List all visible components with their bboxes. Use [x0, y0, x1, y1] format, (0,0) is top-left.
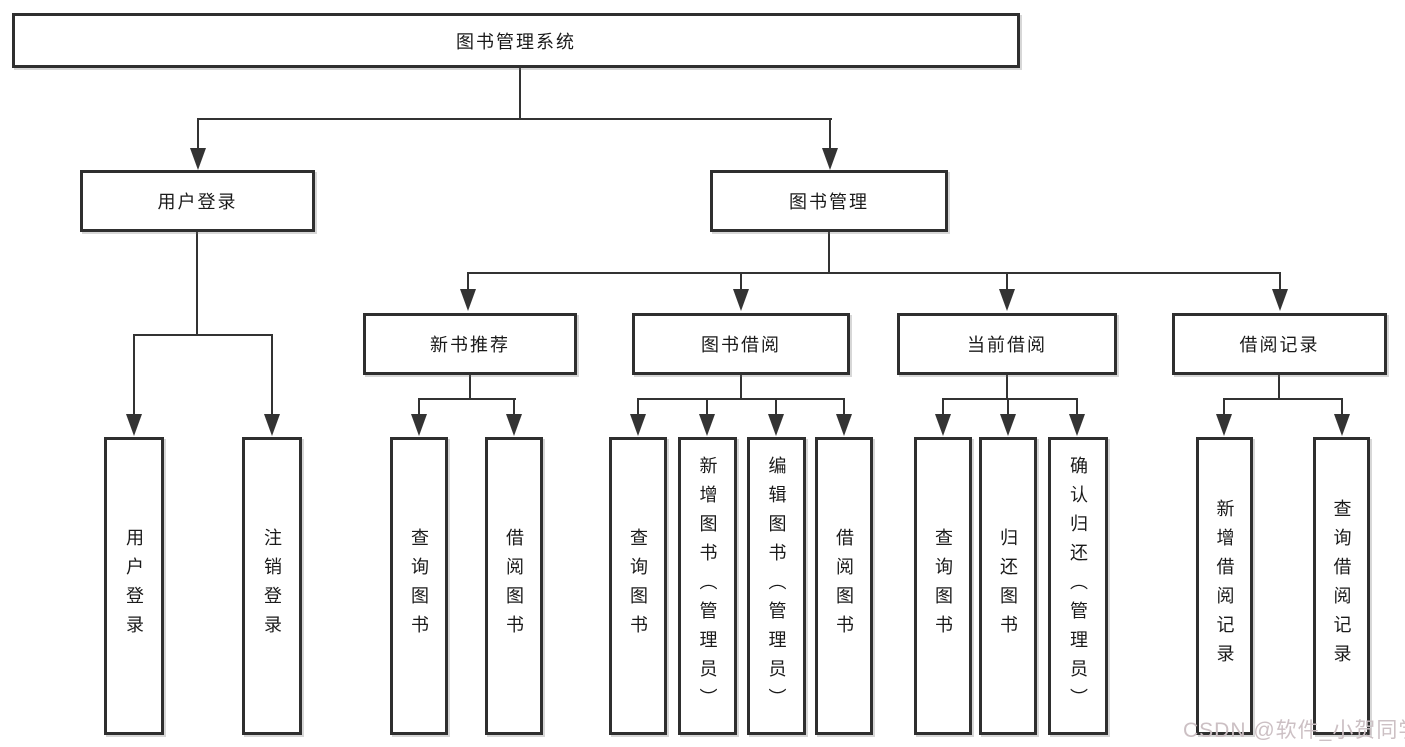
leaf-add-books-admin: 新增图书（管理员）: [678, 437, 737, 735]
node-new-book-recommend: 新书推荐: [363, 313, 577, 375]
arrowhead-icon: [768, 414, 784, 436]
arrowhead-icon: [460, 289, 476, 311]
leaf-confirm-return-admin: 确认归还（管理员）: [1048, 437, 1108, 735]
arrowhead-icon: [190, 148, 206, 170]
node-user-login-label: 用户登录: [157, 192, 238, 212]
leaf-return-books-label: 归还图书: [998, 528, 1018, 644]
node-current-borrow: 当前借阅: [897, 313, 1117, 375]
arrowhead-icon: [411, 414, 427, 436]
leaf-logout: 注销登录: [242, 437, 302, 735]
connector-segment: [197, 118, 199, 154]
connector-segment: [740, 375, 742, 399]
node-borrow-records-label: 借阅记录: [1239, 335, 1320, 355]
connector-segment: [1006, 375, 1008, 399]
connector-segment: [519, 68, 521, 120]
arrowhead-icon: [836, 414, 852, 436]
leaf-add-borrow-record-label: 新增借阅记录: [1214, 499, 1235, 673]
node-root: 图书管理系统: [12, 13, 1020, 68]
leaf-borrow-books-label: 借阅图书: [834, 528, 854, 644]
arrowhead-icon: [1272, 289, 1288, 311]
connector-segment: [942, 398, 944, 416]
arrowhead-icon: [1069, 414, 1085, 436]
arrowhead-icon: [1334, 414, 1350, 436]
node-borrow-records: 借阅记录: [1172, 313, 1387, 375]
connector-segment: [418, 398, 516, 400]
leaf-borrow-books-recommend: 借阅图书: [485, 437, 543, 735]
arrowhead-icon: [822, 148, 838, 170]
connector-segment: [197, 118, 832, 120]
leaf-return-books: 归还图书: [979, 437, 1037, 735]
leaf-query-books-current-label: 查询图书: [933, 528, 953, 644]
arrowhead-icon: [264, 414, 280, 436]
connector-segment: [1279, 272, 1281, 292]
connector-segment: [828, 232, 830, 274]
leaf-query-books-recommend-label: 查询图书: [409, 528, 429, 644]
arrowhead-icon: [630, 414, 646, 436]
node-book-management-label: 图书管理: [789, 192, 869, 212]
connector-segment: [133, 334, 135, 416]
leaf-edit-books-admin-label: 编辑图书（管理员）: [766, 455, 787, 717]
connector-segment: [133, 334, 273, 336]
leaf-user-login-label: 用户登录: [124, 528, 144, 644]
node-current-borrow-label: 当前借阅: [967, 335, 1047, 355]
connector-segment: [843, 398, 845, 416]
leaf-user-login: 用户登录: [104, 437, 164, 735]
arrowhead-icon: [506, 414, 522, 436]
leaf-edit-books-admin: 编辑图书（管理员）: [747, 437, 806, 735]
node-book-borrow: 图书借阅: [632, 313, 850, 375]
connector-segment: [196, 232, 198, 336]
node-new-book-recommend-label: 新书推荐: [430, 335, 510, 355]
connector-segment: [706, 398, 708, 416]
connector-segment: [1223, 398, 1225, 416]
connector-segment: [418, 398, 420, 416]
connector-segment: [1341, 398, 1343, 416]
connector-segment: [637, 398, 845, 400]
leaf-query-books-recommend: 查询图书: [390, 437, 448, 735]
connector-segment: [467, 272, 469, 292]
connector-segment: [942, 398, 1078, 400]
connector-segment: [1223, 398, 1343, 400]
connector-segment: [1007, 398, 1009, 416]
leaf-query-books-borrow: 查询图书: [609, 437, 667, 735]
leaf-query-borrow-record: 查询借阅记录: [1313, 437, 1370, 735]
leaf-query-books-current: 查询图书: [914, 437, 972, 735]
leaf-query-borrow-record-label: 查询借阅记录: [1331, 499, 1352, 673]
leaf-add-borrow-record: 新增借阅记录: [1196, 437, 1253, 735]
connector-segment: [740, 272, 742, 292]
arrowhead-icon: [935, 414, 951, 436]
arrowhead-icon: [1000, 414, 1016, 436]
node-book-management: 图书管理: [710, 170, 948, 232]
connector-segment: [775, 398, 777, 416]
connector-segment: [637, 398, 639, 416]
leaf-add-books-admin-label: 新增图书（管理员）: [697, 455, 718, 717]
arrowhead-icon: [1216, 414, 1232, 436]
connector-segment: [467, 272, 1281, 274]
arrowhead-icon: [126, 414, 142, 436]
leaf-borrow-books: 借阅图书: [815, 437, 873, 735]
arrowhead-icon: [733, 289, 749, 311]
node-user-login: 用户登录: [80, 170, 315, 232]
connector-segment: [271, 334, 273, 416]
connector-segment: [469, 375, 471, 399]
node-book-borrow-label: 图书借阅: [701, 335, 781, 355]
connector-segment: [829, 118, 831, 154]
leaf-query-books-borrow-label: 查询图书: [628, 528, 648, 644]
leaf-logout-label: 注销登录: [262, 528, 282, 644]
leaf-confirm-return-admin-label: 确认归还（管理员）: [1068, 455, 1088, 717]
arrowhead-icon: [699, 414, 715, 436]
node-root-label: 图书管理系统: [456, 31, 576, 52]
connector-segment: [513, 398, 515, 416]
arrowhead-icon: [999, 289, 1015, 311]
leaf-borrow-books-recommend-label: 借阅图书: [504, 528, 524, 644]
connector-segment: [1006, 272, 1008, 292]
watermark: CSDN @软件_小贺同学: [1183, 719, 1405, 742]
connector-segment: [1076, 398, 1078, 416]
connector-segment: [1278, 375, 1280, 399]
